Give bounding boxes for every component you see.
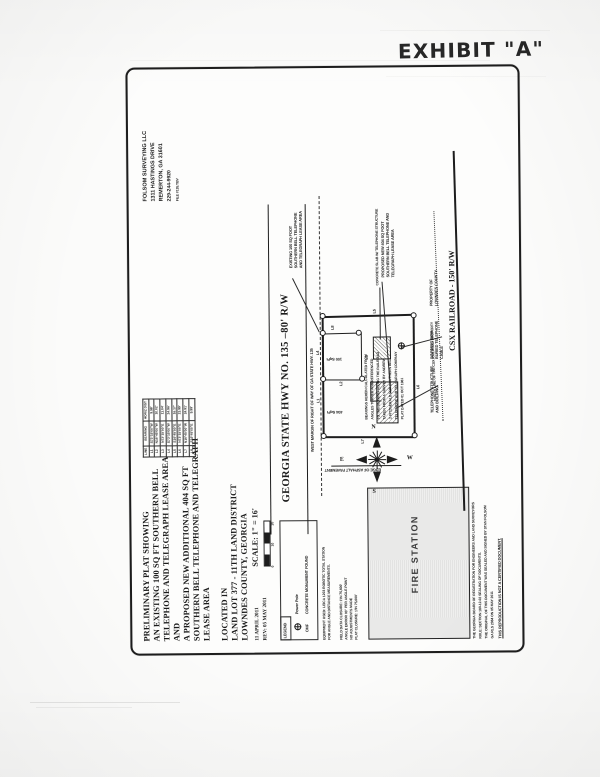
scan-artifact-streak [380, 30, 550, 31]
line-id-L8: L8 [329, 325, 335, 330]
bearing-note-line-1: BEARINGS HEREIN CALCULATED FROM [363, 354, 369, 420]
boundary-node [410, 312, 417, 319]
proposed-lease-callout: PROPOSED NEW 404 SQ FOOT SOUTHERN BELL T… [379, 212, 396, 278]
plat-revision: REV: 05 MAY 2011 [262, 597, 269, 641]
parcel-boundary-east [322, 313, 415, 318]
boundary-node [320, 432, 327, 440]
field-data-note-line-4: PLAT CLOSURE: 1'IN 75,600' [354, 594, 359, 640]
proposed-lease-callout-text: PROPOSED NEW 404 SQ FOOT SOUTHERN BELL T… [379, 212, 395, 278]
line-id-L4: L4 [314, 350, 320, 356]
plat-rotated-content: PRELIMINARY PLAT SHOWING AN EXISTING 100… [127, 66, 522, 653]
compass-label-north: N [371, 424, 376, 431]
plat-title-line-6: SOUTHERN BELL TELEPHONE AND TELEGRAPH [190, 438, 202, 642]
field-data-note-line-2: ANGLE ERROR 03" PER ANGLE POINT [343, 577, 349, 640]
legend-heading: LEGEND [281, 622, 287, 639]
scale-label: SCALE: 1" = 16' [250, 508, 260, 567]
bearing-note-line-5: J. FITZGERALD FOR SOUTHERN BELL [387, 357, 393, 420]
bearing-note-line-2: ANGLES TURNED AND REFERENCED [369, 358, 375, 420]
equipment-note-line-2: FOR ANGLE AND DISTANCE MEASUREMENTS. [326, 564, 332, 640]
scan-artifact-streak [36, 707, 132, 708]
boundary-node [411, 432, 418, 439]
certification-not-certified-note: THIS REPRODUCTION IS NOT A CERTIFIED DOC… [496, 538, 503, 639]
boundary-node [319, 312, 326, 320]
line-table-cell-line: L8 [189, 445, 196, 457]
plat-date: 11 APRIL 2011 [254, 607, 261, 641]
certification-note-line-4: GA RLS 2384 ON 05 MAY 2011 [490, 591, 495, 639]
existing-lease-north [322, 334, 325, 381]
scan-artifact-streak [30, 702, 180, 703]
certification-note-line-3: THE ORIGINAL OF THIS DOCUMENT WAS SEALED… [483, 505, 489, 639]
legend-power-pole-label: Power Pole [294, 594, 300, 615]
bearing-note-line-6: TELEPHONE AND TELEGRAPH COMPANY [393, 351, 399, 420]
compass-rose [353, 435, 401, 483]
cmf-symbol-icon: CMF [304, 624, 310, 633]
compass-south-arrow-icon [372, 471, 382, 483]
line-table-cell-bearing: N73°15'00"E [160, 421, 167, 446]
line-table-cell-bearing: N16°45'00"W [183, 420, 190, 446]
area-label-100: 100 SqFt [326, 356, 343, 362]
plat-title-line-4: AND [172, 622, 182, 642]
certification-note-line-2: RULE: SECTION 180-12-02 SEALING OF DOCUM… [477, 552, 483, 639]
table-row: L8 S16°45'00"E 9.99' [188, 398, 196, 457]
surveyor-address-1: 1311 HASTINGS DRIVE [150, 142, 157, 202]
fire-station-label: FIRE STATION [409, 515, 421, 594]
surveyor-address-2: REMERTON, GA 31601 [158, 143, 165, 202]
parcel-boundary-south [412, 314, 416, 438]
leader-concrete-slab [379, 287, 381, 340]
compass-label-south: S [372, 488, 376, 495]
existing-lease-west [323, 379, 362, 381]
line-table-cell-bearing: S73°15'00"W [165, 421, 172, 446]
scale-tick-0: 0 [270, 565, 275, 568]
plat-sheet: PRELIMINARY PLAT SHOWING AN EXISTING 100… [125, 64, 525, 656]
scale-tick-10: 10 [270, 542, 275, 547]
certification-note-line-1: THE GEORGIA BOARD OF REGISTRATION FOR EN… [471, 502, 477, 639]
scan-artifact-streak [386, 76, 546, 77]
compass-ray [376, 459, 378, 469]
bearing-note-line-4: TAKEN FROM A SURVEY BY ANDREW [381, 358, 387, 420]
boundary-node [319, 329, 326, 337]
bearing-note-line-3: TO THE BEARING ALONG THE RAILROAD [375, 352, 381, 420]
line-table-cell-bearing: S16°45'00"E [171, 420, 178, 446]
field-data-note-line-3: NO ADJUSTMENTS MADE [349, 598, 354, 640]
surveyor-name: FOLSOM SURVEYING LLC [141, 130, 149, 202]
plat-title-line-7: LEASE AREA [201, 587, 212, 642]
highway-rw-line-lower [304, 204, 309, 535]
railroad-label: CSX RAILROAD - 150' R/W [447, 250, 457, 351]
plat-title-line-3: TELEPHONE AND TELEGRAPH LEASE AREA [160, 456, 172, 642]
bearing-note-line-7: PLAT DATED 01 OCT 1981 [400, 377, 405, 420]
line-table-cell-dist: 9.99' [188, 398, 195, 421]
highway-label: GEORGIA STATE HWY NO. 135 –80' R/W [279, 293, 293, 503]
surveyor-phone: 229-244-9920 [166, 170, 173, 202]
line-table-cell-bearing: S73°15'00"W [148, 421, 155, 446]
compass-label-east: E [339, 456, 344, 463]
surveyor-file-number: FILE #135.TBV [175, 178, 180, 202]
compass-east-arrow-icon [386, 455, 398, 464]
area-label-404: 404 SqFt [327, 409, 343, 415]
boundary-node [320, 375, 327, 383]
power-pole-icon [294, 623, 302, 631]
concrete-slab-callout: CONCRETE SLAB W/ TELEPHONE STRUCTURE [374, 208, 380, 286]
line-id-L1: L1 [315, 398, 321, 404]
highway-rw-line-upper [267, 204, 272, 535]
line-id-L6: L6 [415, 384, 421, 390]
existing-lease-callout-text: EXISTING 100 SQ FOOT SOUTHERN BELL TELEP… [287, 211, 303, 269]
line-table-cell-bearing: N16°45'00"W [154, 421, 161, 446]
field-data-note-line-1: FIELD DATA CLOSURE: 1'IN 75,600' [338, 583, 344, 640]
scan-artifact-streak [130, 60, 490, 61]
compass-west-arrow-icon [355, 455, 367, 464]
equipment-note-line-1: EQUIPMENT USED: LEICA 1203 ROBOTIC TOTAL… [321, 546, 327, 641]
legend-cmf-label: CONCRETE MONUMENT FOUND [303, 555, 310, 615]
line-table-header-row: LINE BEARING HORIZ DIST [142, 398, 149, 458]
line-id-L2: L2 [338, 381, 344, 386]
line-table-cell-bearing: N73°15'00"E [177, 420, 184, 446]
existing-lease-callout: EXISTING 100 SQ FOOT SOUTHERN BELL TELEP… [287, 211, 304, 269]
compass-north-arrow-icon [372, 436, 381, 448]
line-id-L5: L5 [371, 309, 377, 314]
existing-lease-south [360, 332, 363, 381]
line-table: LINE BEARING HORIZ DIST L1 S73°15'00"W 9… [142, 398, 196, 458]
line-table-header-dist: HORIZ DIST [142, 398, 149, 422]
line-table-cell-bearing: S16°45'00"E [189, 420, 196, 446]
county-label: LOWNDES COUNTY, GEORGIA [239, 513, 250, 641]
compass-label-west: W [406, 455, 413, 462]
